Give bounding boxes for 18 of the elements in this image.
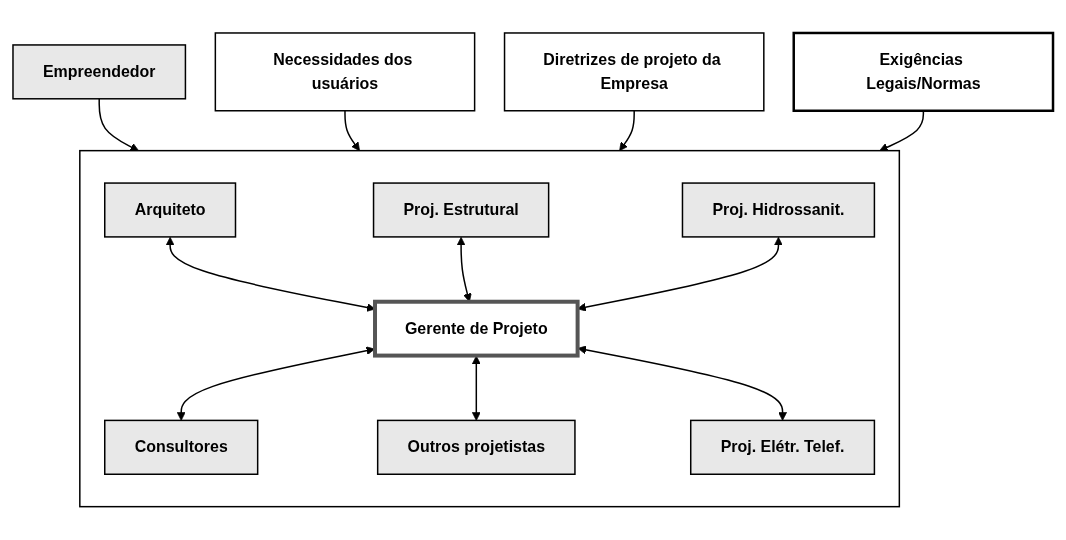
node-box: Exigências Legais/Normas — [792, 31, 1055, 113]
arrow — [879, 110, 925, 152]
node-box: Outros projetistas — [376, 419, 576, 476]
node-box: Arquiteto — [104, 182, 237, 238]
cluster — [79, 150, 901, 508]
node-box: Consultores — [104, 419, 259, 476]
node-box: Proj. Hidrossanit. — [681, 182, 876, 238]
node-box: Necessidades dos usuários — [214, 32, 476, 112]
arrow — [176, 346, 375, 421]
node-box: Proj. Estrutural — [372, 182, 550, 238]
node-box: Proj. Elétr. Telef. — [690, 419, 876, 476]
node-box: Empreendedor — [12, 44, 187, 100]
arrow — [619, 110, 635, 152]
node-box: Diretrizes de projeto da Empresa — [503, 32, 765, 112]
arrow — [471, 355, 481, 421]
arrow — [98, 98, 139, 152]
node-box: Gerente de Projeto — [373, 299, 580, 358]
arrow — [344, 110, 360, 152]
